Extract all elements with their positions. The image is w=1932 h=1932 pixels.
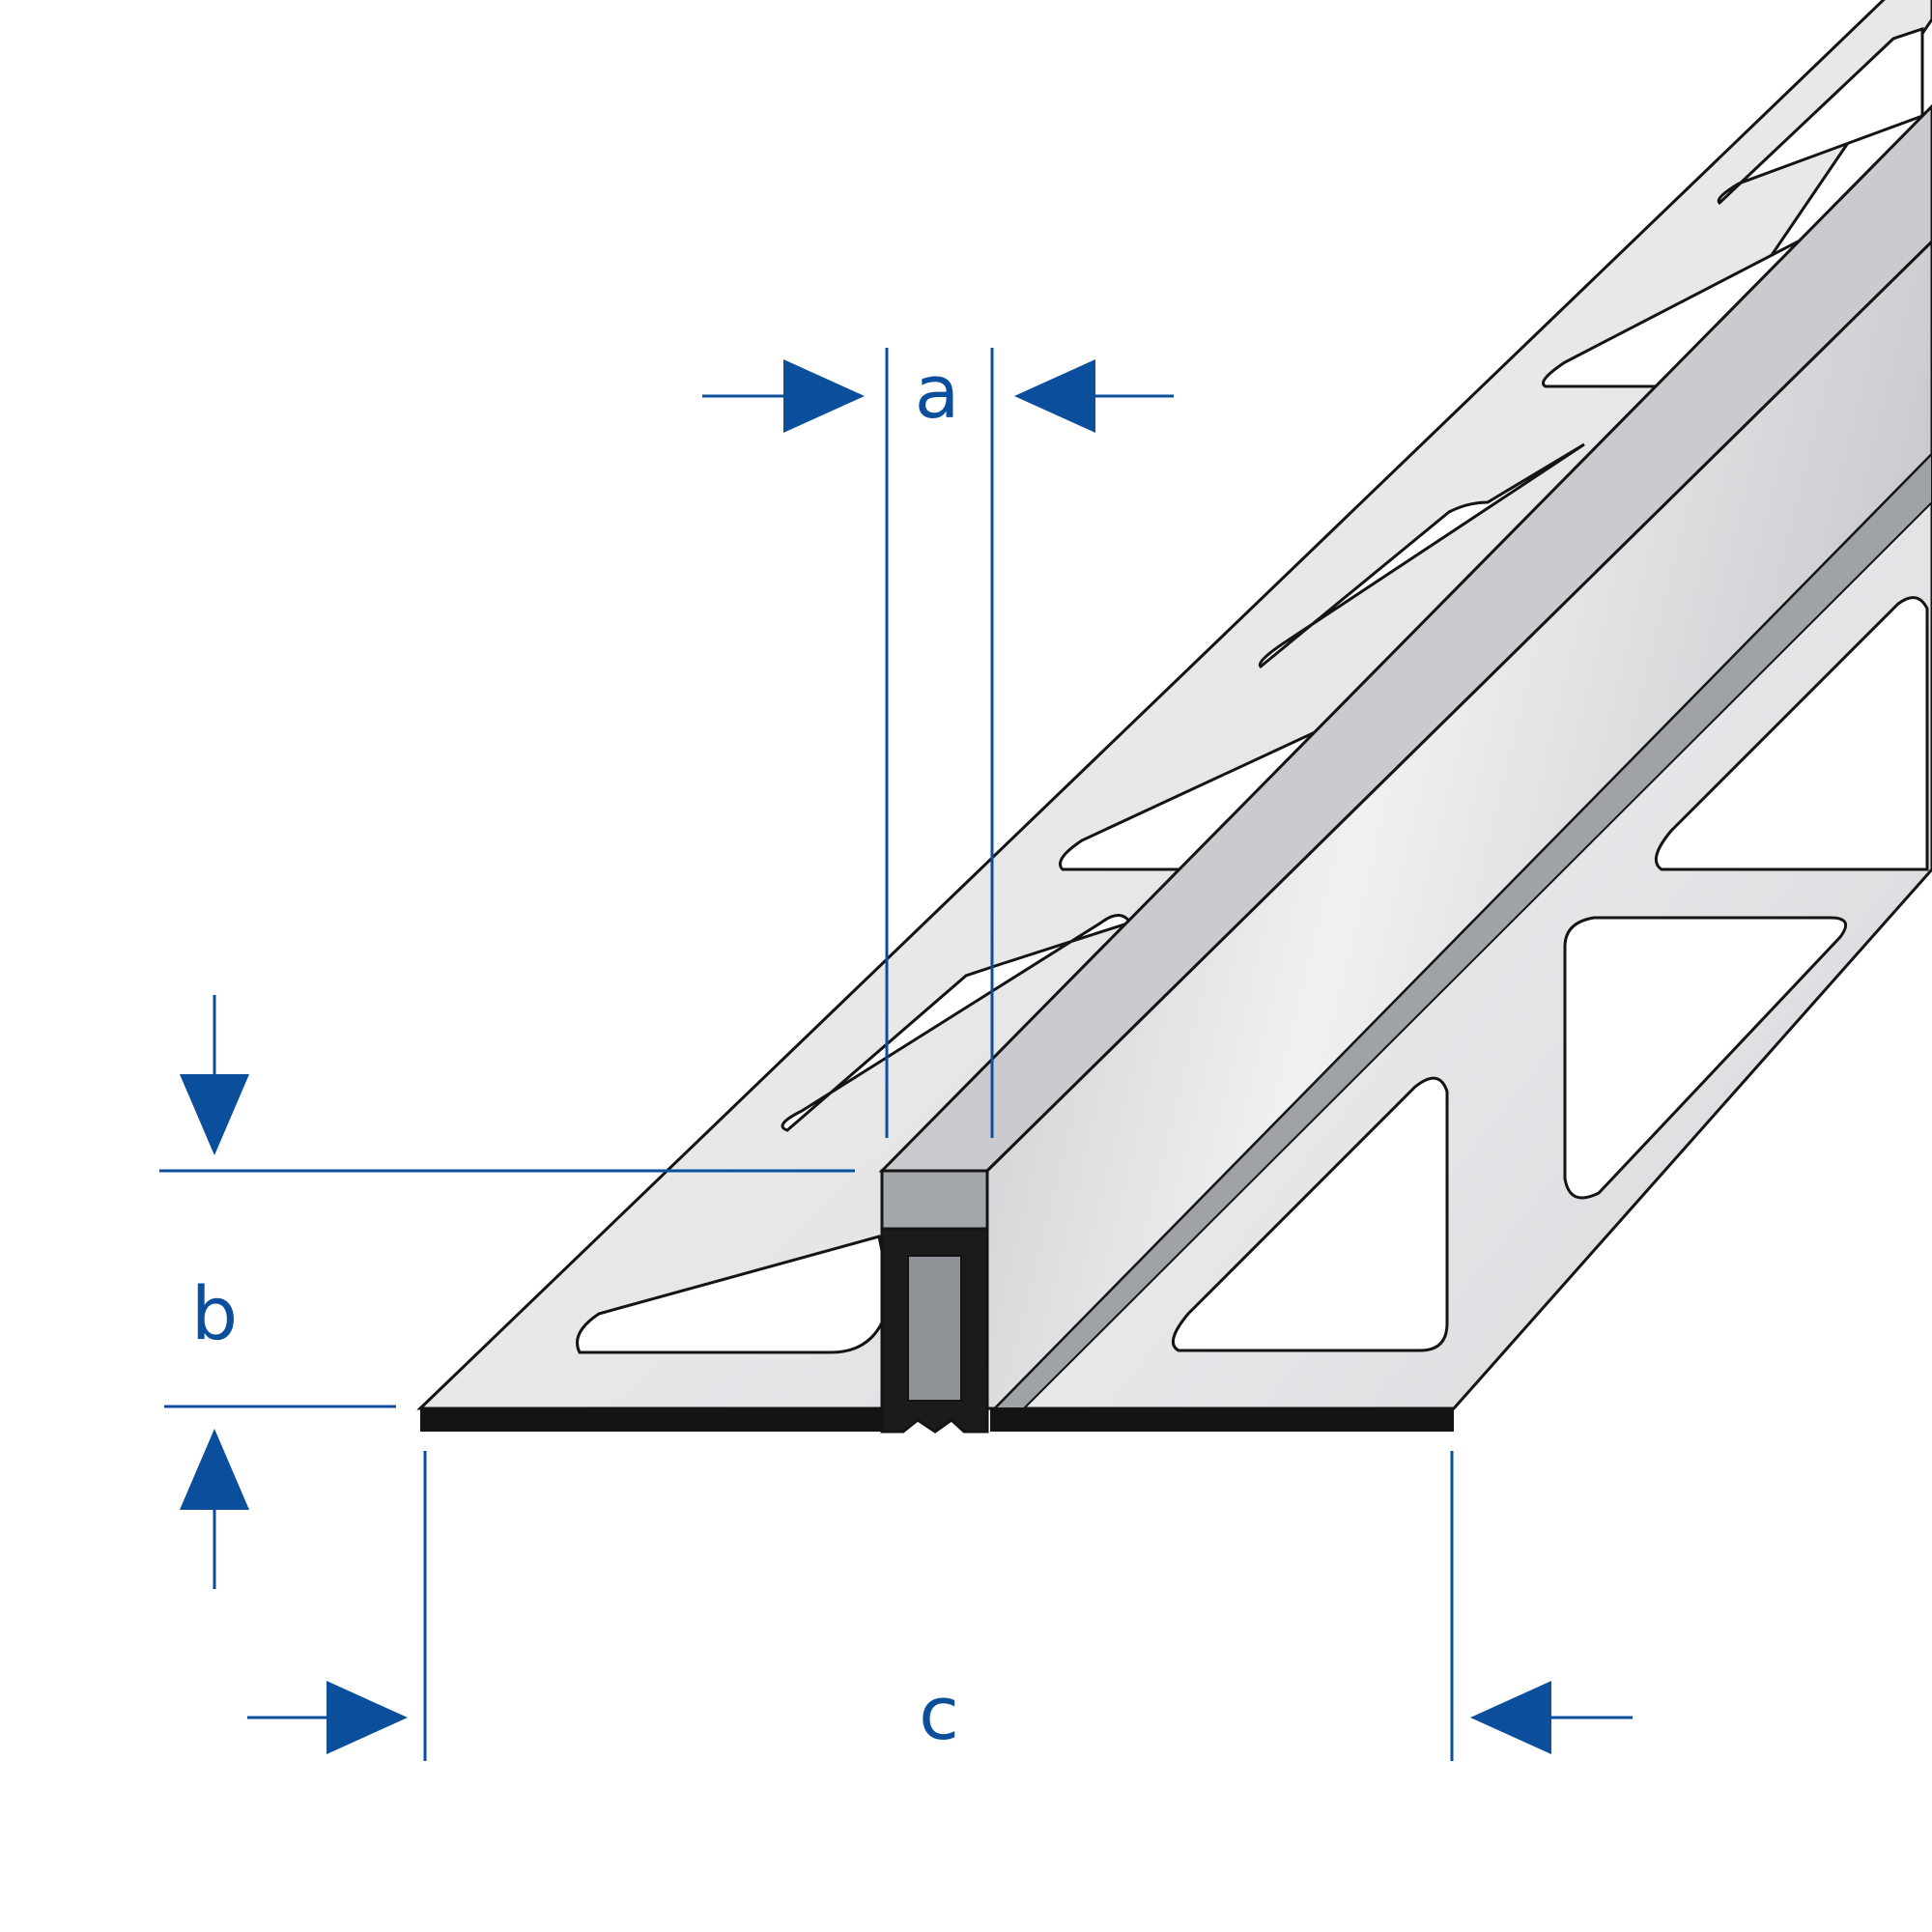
- arrow-left-icon: [1470, 1681, 1551, 1754]
- right-flange-hole: [1563, 916, 1848, 1200]
- seal-core: [907, 1255, 962, 1402]
- left-flange-hole: [1258, 442, 1585, 669]
- center-profile: [878, 103, 1932, 1434]
- right-flange-hole: [1171, 1076, 1449, 1352]
- arrow-right-icon: [783, 359, 865, 433]
- arrow-up-icon: [180, 1429, 249, 1510]
- dimension-c: c: [247, 1451, 1633, 1761]
- left-flange-hole: [1717, 26, 1924, 206]
- arrow-right-icon: [327, 1681, 408, 1754]
- dimension-a: a: [702, 348, 1174, 1138]
- dimension-b: b: [159, 995, 855, 1589]
- arrow-left-icon: [1014, 359, 1095, 433]
- right-flange-hole: [1654, 596, 1929, 871]
- left-flange-hole: [1542, 220, 1837, 388]
- left-flange: [416, 0, 1932, 1432]
- arrow-down-icon: [180, 1074, 249, 1155]
- dimension-label-c: c: [919, 1670, 959, 1756]
- dimension-label-b: b: [191, 1270, 238, 1356]
- dimension-label-a: a: [915, 349, 960, 435]
